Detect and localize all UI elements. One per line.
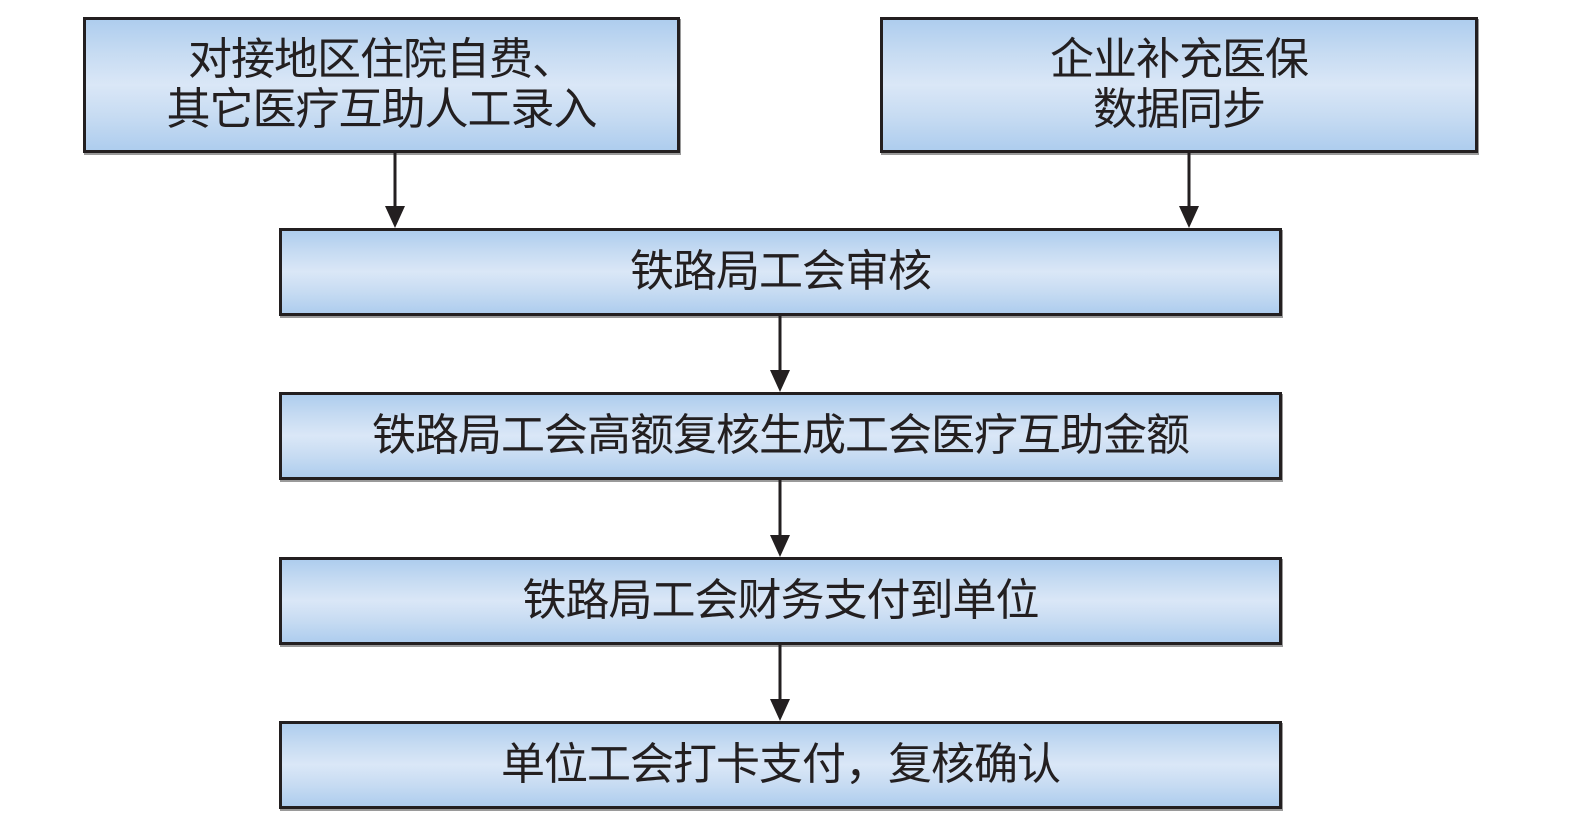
arrow-b-to-n1 — [1179, 153, 1199, 228]
node-label: 铁路局工会审核 — [630, 246, 932, 297]
arrow-n2-to-n3 — [770, 480, 790, 557]
arrow-a-to-n1 — [385, 153, 405, 228]
node-label: 企业补充医保 数据同步 — [1050, 34, 1309, 135]
node-manual-entry: 对接地区住院自费、 其它医疗互助人工录入 — [83, 17, 680, 153]
arrow-n1-to-n2 — [770, 316, 790, 392]
node-supplementary-insurance-sync: 企业补充医保 数据同步 — [880, 17, 1478, 153]
node-label: 铁路局工会高额复核生成工会医疗互助金额 — [372, 410, 1190, 461]
node-label: 对接地区住院自费、 其它医疗互助人工录入 — [166, 34, 598, 135]
node-label: 单位工会打卡支付，复核确认 — [501, 739, 1061, 790]
arrow-n3-to-n4 — [770, 645, 790, 721]
node-unit-card-payment: 单位工会打卡支付，复核确认 — [279, 721, 1282, 809]
node-high-amount-recheck: 铁路局工会高额复核生成工会医疗互助金额 — [279, 392, 1282, 480]
node-finance-payment: 铁路局工会财务支付到单位 — [279, 557, 1282, 645]
node-label: 铁路局工会财务支付到单位 — [522, 575, 1040, 626]
node-railway-union-review: 铁路局工会审核 — [279, 228, 1282, 316]
